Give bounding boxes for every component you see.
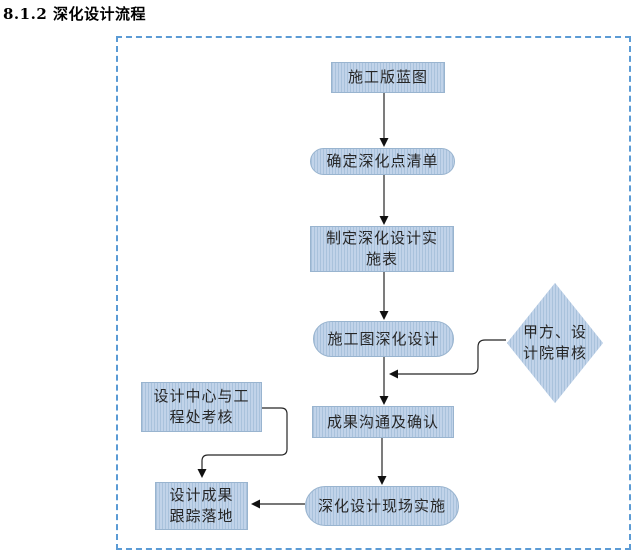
- node-implementation-plan: 制定深化设计实 施表: [310, 226, 454, 272]
- node-result-confirmation: 成果沟通及确认: [312, 406, 454, 438]
- node-label-line2: 程处考核: [169, 408, 234, 426]
- node-label-line1: 设计中心与工: [153, 387, 250, 405]
- node-construction-blueprint: 施工版蓝图: [331, 62, 445, 93]
- node-label-line2: 计院审核: [522, 344, 587, 362]
- node-label: 施工版蓝图: [347, 68, 428, 86]
- node-result-tracking: 设计成果 跟踪落地: [155, 482, 248, 530]
- node-assessment: 设计中心与工 程处考核: [141, 382, 262, 432]
- flowchart-frame: [116, 36, 631, 550]
- node-label-line2: 跟踪落地: [169, 507, 234, 525]
- node-label: 深化设计现场实施: [317, 496, 446, 515]
- node-label-line1: 甲方、设: [522, 323, 587, 341]
- node-label-line1: 制定深化设计实: [325, 229, 438, 247]
- node-drawing-deepening-design: 施工图深化设计: [313, 321, 454, 357]
- node-deepening-point-list: 确定深化点清单: [310, 148, 455, 175]
- node-label: 确定深化点清单: [326, 152, 439, 170]
- node-site-implementation: 深化设计现场实施: [305, 486, 459, 526]
- node-label-line2: 施表: [365, 250, 398, 268]
- node-label: 成果沟通及确认: [326, 412, 439, 431]
- node-label: 施工图深化设计: [327, 329, 440, 348]
- node-label-line1: 设计成果: [169, 486, 234, 504]
- page-title: 8.1.2 深化设计流程: [3, 5, 146, 23]
